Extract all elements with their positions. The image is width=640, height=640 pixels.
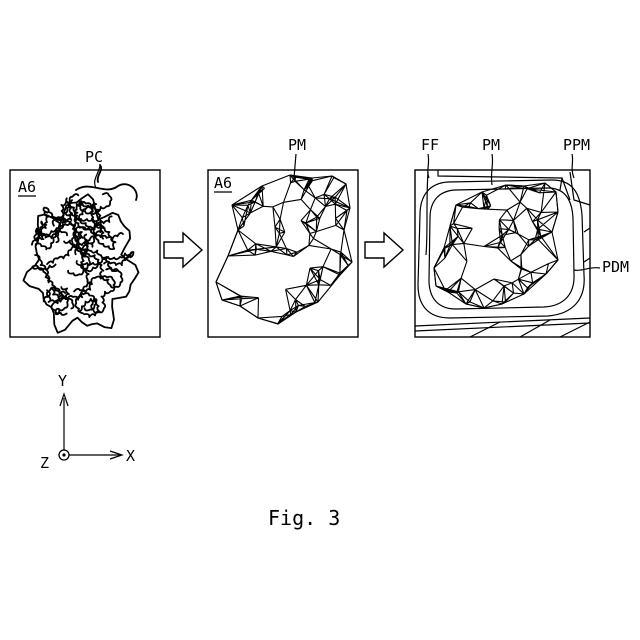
panel-3-callout-ff: FF (421, 136, 439, 154)
panel-1-callout-pc: PC (85, 148, 103, 166)
panel-3-callout-pdm: PDM (602, 258, 629, 276)
process-arrow-2 (365, 233, 403, 267)
panel-3-callout-ppm: PPM (563, 136, 590, 154)
panel-2-area-label: A6 (214, 174, 232, 192)
x-axis-label: X (126, 447, 135, 465)
panel-mesh-on-model: FF PM PPM PDM (415, 136, 629, 337)
z-axis-dot (62, 453, 65, 456)
figure-caption: Fig. 3 (268, 506, 340, 530)
panel-1-area-label: A6 (18, 178, 36, 196)
panel-polygon-mesh: A6 PM (208, 136, 358, 337)
y-axis-label: Y (58, 372, 67, 390)
panel-2-callout-pm: PM (288, 136, 306, 154)
axis-indicator: Y X Z (40, 372, 135, 472)
z-axis-label: Z (40, 454, 49, 472)
panel-point-cloud: A6 PC (10, 148, 160, 337)
panel-3-callout-pm: PM (482, 136, 500, 154)
process-arrow-1 (164, 233, 202, 267)
